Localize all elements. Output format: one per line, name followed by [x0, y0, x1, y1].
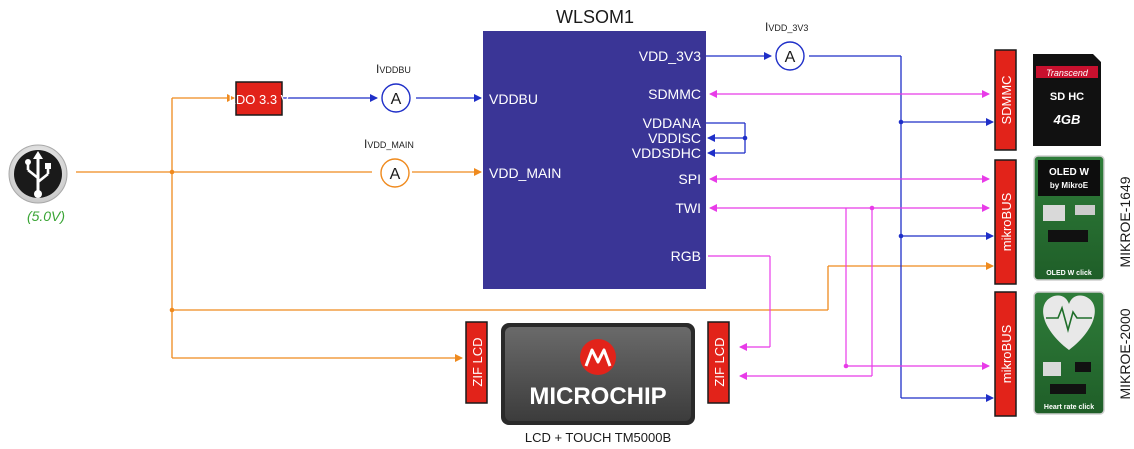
mikrobus-2-label: mikroBUS [999, 324, 1014, 383]
signal-wires [708, 90, 990, 380]
mikrobus-1-connector: mikroBUS [994, 159, 1017, 285]
sd-brand: Transcend [1046, 68, 1089, 78]
oled-board-sub: by MikroE [1050, 181, 1089, 190]
sdmmc-label: SDMMC [999, 75, 1014, 124]
pin-sdmmc: SDMMC [648, 86, 701, 102]
pin-rgb: RGB [671, 248, 701, 264]
zif-lcd-right-label: ZIF LCD [712, 337, 727, 386]
sd-logo: SD HC [1050, 91, 1084, 103]
heartbeat-icon [1046, 305, 1092, 334]
mikrobus-1-label: mikroBUS [999, 192, 1014, 251]
pin-vdd-3v3: VDD_3V3 [639, 48, 701, 64]
sdmmc-connector: SDMMC [994, 49, 1017, 151]
usb-power-wires [76, 94, 994, 362]
sd-card: Transcend SD HC 4GB [1033, 54, 1101, 146]
zif-lcd-left: ZIF LCD [465, 321, 488, 404]
usb-source: (5.0V) [8, 144, 68, 224]
junction-dot [843, 363, 849, 369]
ammeter-label: IVDD_3V3 [765, 20, 808, 34]
pin-vddisc: VDDISC [648, 130, 701, 146]
ldo-regulator: LDO 3.3 V [229, 81, 290, 116]
junction-dot [898, 119, 904, 125]
lcd-caption: LCD + TOUCH TM5000B [525, 430, 671, 445]
oled-board-footer: OLED W click [1046, 270, 1092, 277]
pin-vddana: VDDANA [643, 115, 702, 131]
pin-spi: SPI [678, 171, 701, 187]
heart-board-footer: Heart rate click [1044, 404, 1094, 411]
sd-capacity: 4GB [1053, 112, 1081, 127]
heart-icon [1043, 295, 1095, 350]
ammeter-vdd-3v3: IVDD_3V3 A [765, 20, 808, 71]
heart-rate-click-board: Heart rate click [1033, 291, 1105, 415]
junction-dot [898, 233, 904, 239]
usb-trident-glyph [25, 151, 51, 198]
microchip-logo-icon [580, 339, 616, 375]
soc-title: WLSOM1 [556, 7, 634, 27]
ammeter-vddbu: IVDDBU A [376, 62, 411, 113]
ammeter-vdd-main: IVDD_MAIN A [364, 137, 414, 188]
junction-dot [169, 169, 175, 175]
ammeter-symbol: A [390, 166, 401, 183]
microchip-brand: MICROCHIP [529, 383, 666, 410]
ammeter-symbol: A [785, 49, 796, 66]
part-number-2: MIKROE-2000 [1117, 308, 1133, 399]
ammeter-circle [775, 41, 805, 71]
ammeter-circle [381, 83, 411, 113]
oled-board-title: OLED W [1049, 167, 1090, 178]
usb-voltage-label: (5.0V) [27, 208, 65, 224]
ammeter-symbol: A [391, 91, 402, 108]
ammeter-label: IVDD_MAIN [364, 137, 414, 151]
zif-lcd-right: ZIF LCD [707, 321, 730, 404]
part-number-1: MIKROE-1649 [1117, 176, 1133, 267]
junction-dot [742, 135, 748, 141]
junction-dot [869, 205, 875, 211]
ammeter-label: IVDDBU [376, 62, 411, 76]
zif-lcd-left-label: ZIF LCD [470, 337, 485, 386]
ldo-label: LDO 3.3 V [229, 92, 290, 107]
junction-dot [169, 307, 175, 313]
ldo-box [235, 81, 283, 116]
pin-vddbu: VDDBU [489, 91, 538, 107]
oled-w-click-board: OLED W by MikroE OLED W click [1033, 155, 1105, 281]
pin-vddsdhc: VDDSDHC [632, 145, 701, 161]
pin-vdd-main: VDD_MAIN [489, 165, 561, 181]
ammeter-circle [380, 158, 410, 188]
mikrobus-2-connector: mikroBUS [994, 291, 1017, 417]
soc-body [483, 31, 706, 289]
wlsom1-module: WLSOM1 VDDBU VDD_MAIN VDD_3V3 SDMMC VDDA… [483, 7, 706, 289]
pin-twi: TWI [675, 200, 701, 216]
lcd-panel: MICROCHIP LCD + TOUCH TM5000B [501, 323, 695, 445]
microchip-logo-mark [584, 348, 612, 367]
